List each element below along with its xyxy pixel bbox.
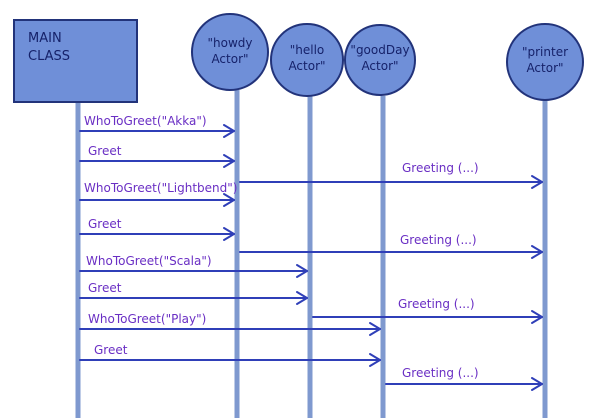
message-4: WhoToGreet("Lightbend")	[79, 181, 237, 207]
message-label: Greeting (...)	[402, 366, 479, 380]
message-8: Greet	[79, 281, 308, 305]
message-3: Greeting (...)	[239, 161, 543, 189]
message-5: Greet	[79, 217, 235, 241]
message-label: Greeting (...)	[398, 297, 475, 311]
message-label: Greet	[88, 281, 122, 295]
actor-hello-line1: "hello	[290, 43, 325, 57]
actor-main-class: MAIN CLASS	[13, 19, 138, 103]
actor-hello-line2: Actor"	[288, 59, 325, 73]
message-label: Greeting (...)	[402, 161, 479, 175]
message-2: Greet	[79, 144, 235, 168]
actor-main-class-line1: MAIN	[28, 31, 62, 46]
message-label: WhoToGreet("Scala")	[86, 254, 212, 268]
message-label: Greet	[88, 217, 122, 231]
message-label: WhoToGreet("Lightbend")	[84, 181, 237, 195]
message-label: Greet	[88, 144, 122, 158]
actor-goodday: "goodDay Actor"	[344, 24, 416, 96]
actor-printer-line2: Actor"	[526, 61, 563, 75]
actor-printer: "printer Actor"	[506, 23, 584, 101]
actor-howdy-line1: "howdy	[208, 36, 253, 50]
actor-hello: "hello Actor"	[270, 23, 344, 97]
actor-howdy: "howdy Actor"	[191, 13, 269, 91]
message-10: WhoToGreet("Play")	[79, 312, 381, 336]
actor-printer-line1: "printer	[522, 45, 568, 59]
actor-main-class-line2: CLASS	[28, 49, 70, 64]
message-label: Greet	[94, 343, 128, 357]
message-9: Greeting (...)	[312, 297, 543, 324]
message-label: Greeting (...)	[400, 233, 477, 247]
message-label: WhoToGreet("Play")	[88, 312, 206, 326]
message-1: WhoToGreet("Akka")	[79, 114, 235, 138]
message-label: WhoToGreet("Akka")	[84, 114, 207, 128]
message-6: Greeting (...)	[239, 233, 543, 259]
actor-howdy-line2: Actor"	[211, 52, 248, 66]
actor-goodday-line2: Actor"	[361, 59, 398, 73]
message-12: Greeting (...)	[385, 366, 543, 391]
actor-goodday-line1: "goodDay	[350, 43, 409, 57]
message-11: Greet	[79, 343, 381, 367]
message-7: WhoToGreet("Scala")	[79, 254, 308, 278]
